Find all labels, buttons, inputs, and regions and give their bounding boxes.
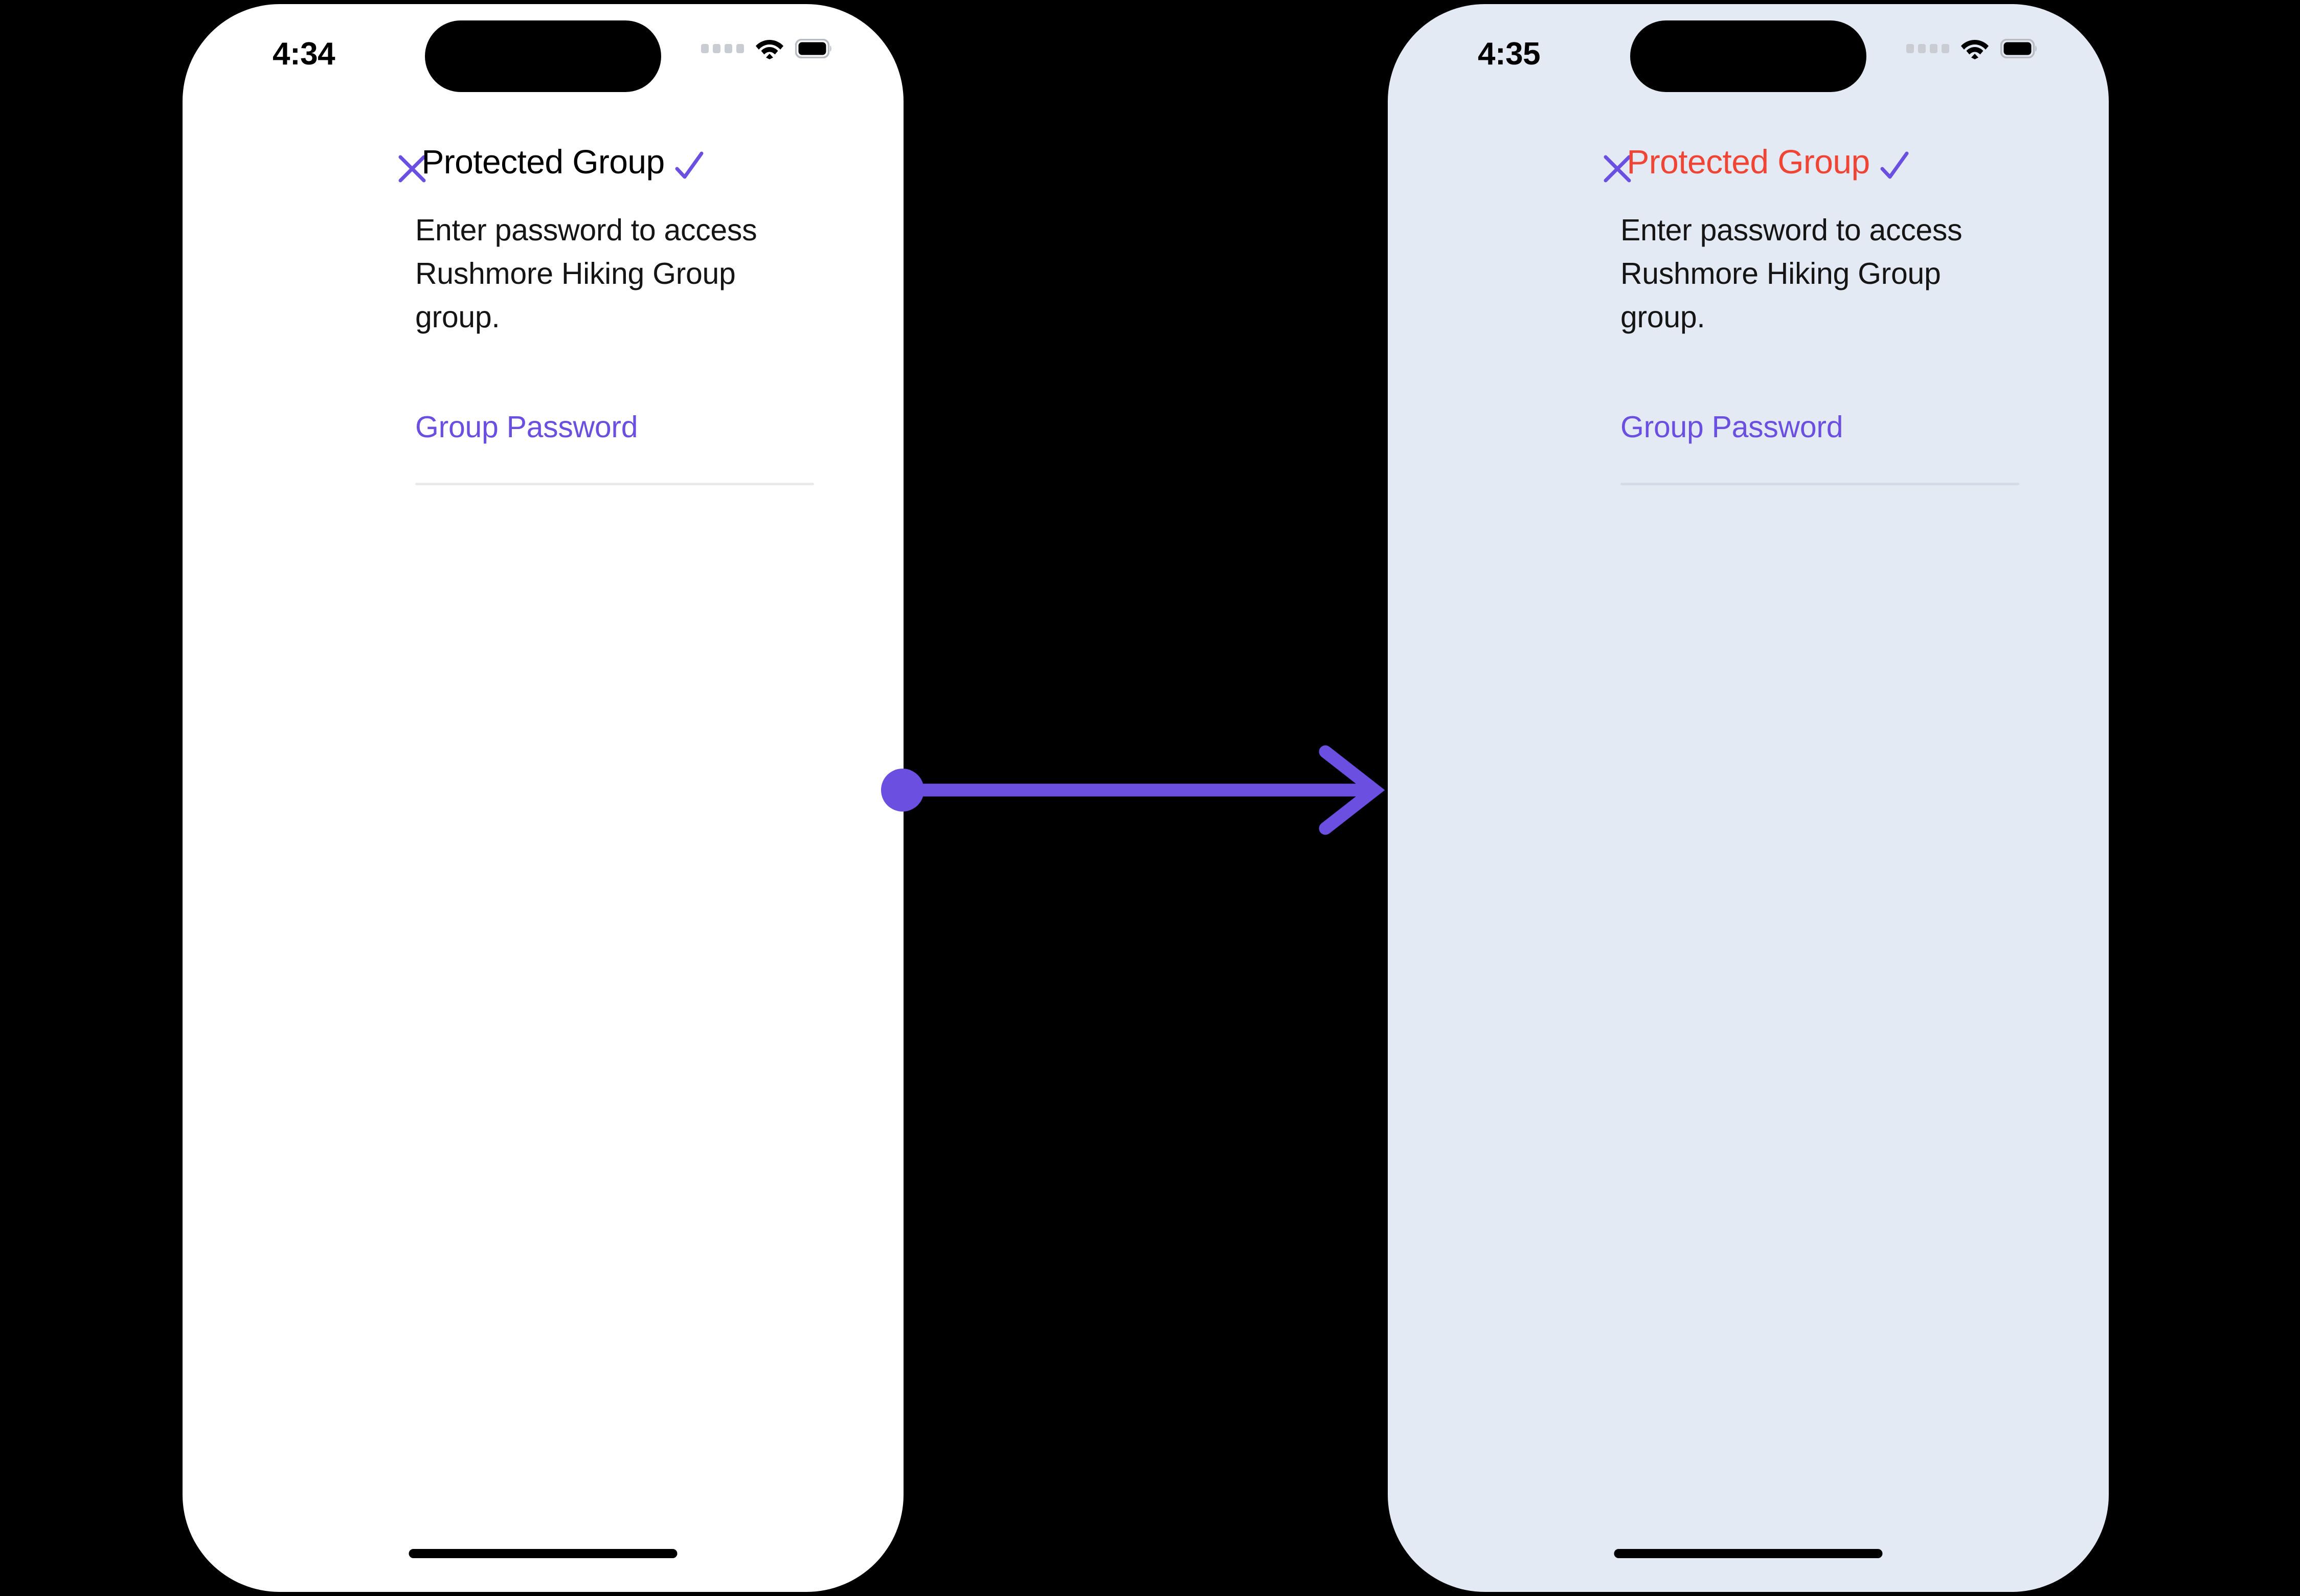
checkmark-icon (1880, 151, 1909, 179)
nav-bar: Protected Group (183, 129, 904, 206)
group-password-underline (1620, 482, 2019, 485)
cellular-dots-icon (701, 44, 744, 53)
confirm-button[interactable] (1858, 136, 1930, 197)
group-password-label: Group Password (415, 410, 638, 444)
close-button[interactable] (382, 141, 442, 197)
prompt-text: Enter password to access Rushmore Hiking… (415, 213, 757, 334)
dynamic-island (1630, 20, 1866, 92)
prompt-text: Enter password to access Rushmore Hiking… (1620, 213, 1963, 334)
confirm-button[interactable] (653, 136, 725, 197)
arrow-head-icon (1319, 745, 1385, 835)
status-time: 4:35 (1478, 36, 1541, 72)
status-icons (701, 38, 832, 59)
home-indicator (1614, 1549, 1883, 1558)
wifi-icon (1961, 40, 1989, 59)
close-button[interactable] (1587, 141, 1648, 197)
status-bar: 4:35 (1388, 4, 2109, 114)
screen-content-before: 4:34 (183, 4, 904, 1592)
form-content: Enter password to access Rushmore Hiking… (1388, 209, 2109, 485)
page-title: Protected Group (421, 143, 665, 181)
close-icon (398, 155, 426, 183)
phone-screen-after: 4:35 (1388, 4, 2109, 1592)
checkmark-icon (675, 151, 704, 179)
status-bar: 4:34 (183, 4, 904, 114)
group-password-underline (415, 482, 814, 485)
screen-content-after: 4:35 (1388, 4, 2109, 1592)
nav-bar: Protected Group (1388, 129, 2109, 206)
cellular-dots-icon (1906, 44, 1949, 53)
close-icon (1604, 155, 1631, 183)
dynamic-island (425, 20, 661, 92)
page-title: Protected Group (1627, 143, 1870, 181)
wifi-icon (756, 40, 783, 59)
group-password-field[interactable]: Group Password (1620, 410, 2019, 485)
status-time: 4:34 (273, 36, 335, 72)
group-password-field[interactable]: Group Password (415, 410, 814, 485)
home-indicator (409, 1549, 678, 1558)
battery-full-icon (2000, 39, 2037, 58)
form-content: Enter password to access Rushmore Hiking… (183, 209, 904, 485)
phone-screen-before: 4:34 (183, 4, 904, 1592)
battery-full-icon (795, 39, 831, 58)
status-icons (1906, 38, 2037, 59)
group-password-label: Group Password (1620, 410, 1843, 444)
transition-arrow (881, 745, 1385, 835)
